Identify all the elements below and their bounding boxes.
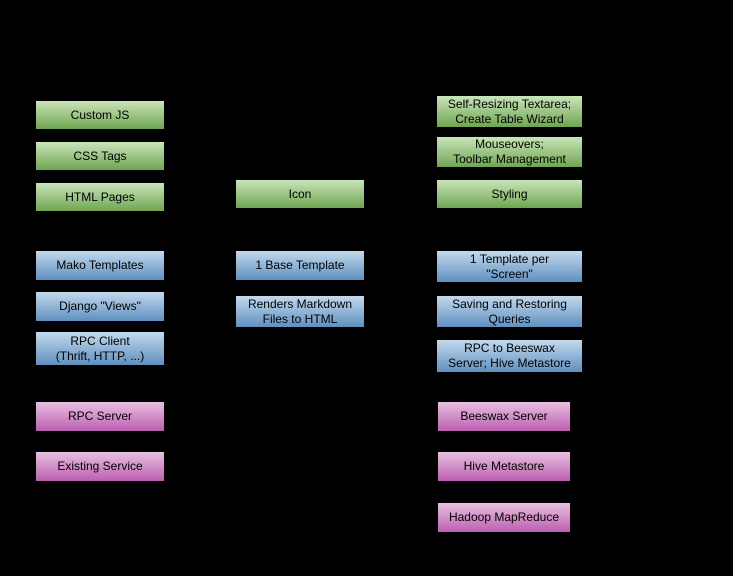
box-html-pages: HTML Pages — [35, 182, 165, 212]
box-self-resizing-textarea: Self-Resizing Textarea; Create Table Wiz… — [436, 95, 583, 128]
box-rpc-client: RPC Client (Thrift, HTTP, ...) — [35, 331, 165, 366]
box-css-tags: CSS Tags — [35, 141, 165, 171]
box-beeswax-server: Beeswax Server — [437, 401, 571, 432]
box-mouseovers: Mouseovers; Toolbar Management — [436, 136, 583, 168]
box-base-template: 1 Base Template — [235, 250, 365, 281]
box-hadoop-mapreduce: Hadoop MapReduce — [437, 502, 571, 533]
box-renders-markdown: Renders Markdown Files to HTML — [235, 295, 365, 328]
box-styling: Styling — [436, 179, 583, 209]
box-mako-templates: Mako Templates — [35, 250, 165, 281]
box-template-per-screen: 1 Template per "Screen" — [436, 250, 583, 283]
box-saving-restoring-queries: Saving and Restoring Queries — [436, 295, 583, 328]
box-hive-metastore: Hive Metastore — [437, 451, 571, 482]
box-custom-js: Custom JS — [35, 100, 165, 130]
box-icon: Icon — [235, 179, 365, 209]
box-rpc-server: RPC Server — [35, 401, 165, 432]
box-django-views: Django "Views" — [35, 291, 165, 322]
box-existing-service: Existing Service — [35, 451, 165, 482]
box-rpc-to-beeswax: RPC to Beeswax Server; Hive Metastore — [436, 339, 583, 373]
